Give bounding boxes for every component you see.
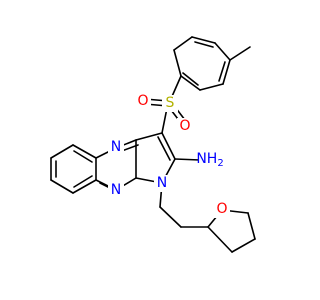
bond [135,132,163,141]
atom-layer: S O O N N N NH2 O [108,93,230,218]
molecule-structure: S O O N N N NH2 O [50,36,256,253]
bond [194,41,214,48]
bond [222,59,231,85]
bond [174,158,201,161]
bond [231,238,256,253]
bond [229,46,251,61]
bond [207,226,233,253]
bond [50,144,74,159]
bond [173,49,182,77]
bond [218,61,226,82]
bond [72,144,97,159]
bond [161,132,176,160]
atom-amino-group: NH2 [196,150,230,170]
atom-nitrogen-n9: N [108,182,124,199]
atom-nitrogen-n1: N [154,175,170,192]
atom-label: N [111,182,121,198]
atom-sulfonyl-oxygen-left: O [135,93,151,110]
bond [159,206,182,228]
bond [73,150,93,163]
bond [247,212,256,240]
bond [173,36,193,51]
bond [180,75,201,91]
atom-nitrogen-n4: N [108,139,124,156]
atom-label: N [111,139,121,155]
atom-label: NH2 [196,151,223,169]
atom-oxolane-oxygen: O [214,201,230,218]
bond [214,42,231,61]
bond [50,179,74,194]
bond [182,72,199,86]
bond [157,136,171,161]
atom-label: O [137,93,148,109]
bond [199,83,224,91]
atom-label: O [216,201,227,217]
atom-sulfur: S [162,95,178,112]
atom-label: N [157,175,167,191]
bond [72,179,97,194]
bond [73,175,93,188]
atom-label: S [166,95,175,111]
bond-layer [50,36,256,253]
atom-sulfonyl-oxygen-right: O [177,118,193,135]
bond [191,36,216,44]
atom-label: O [179,118,190,134]
